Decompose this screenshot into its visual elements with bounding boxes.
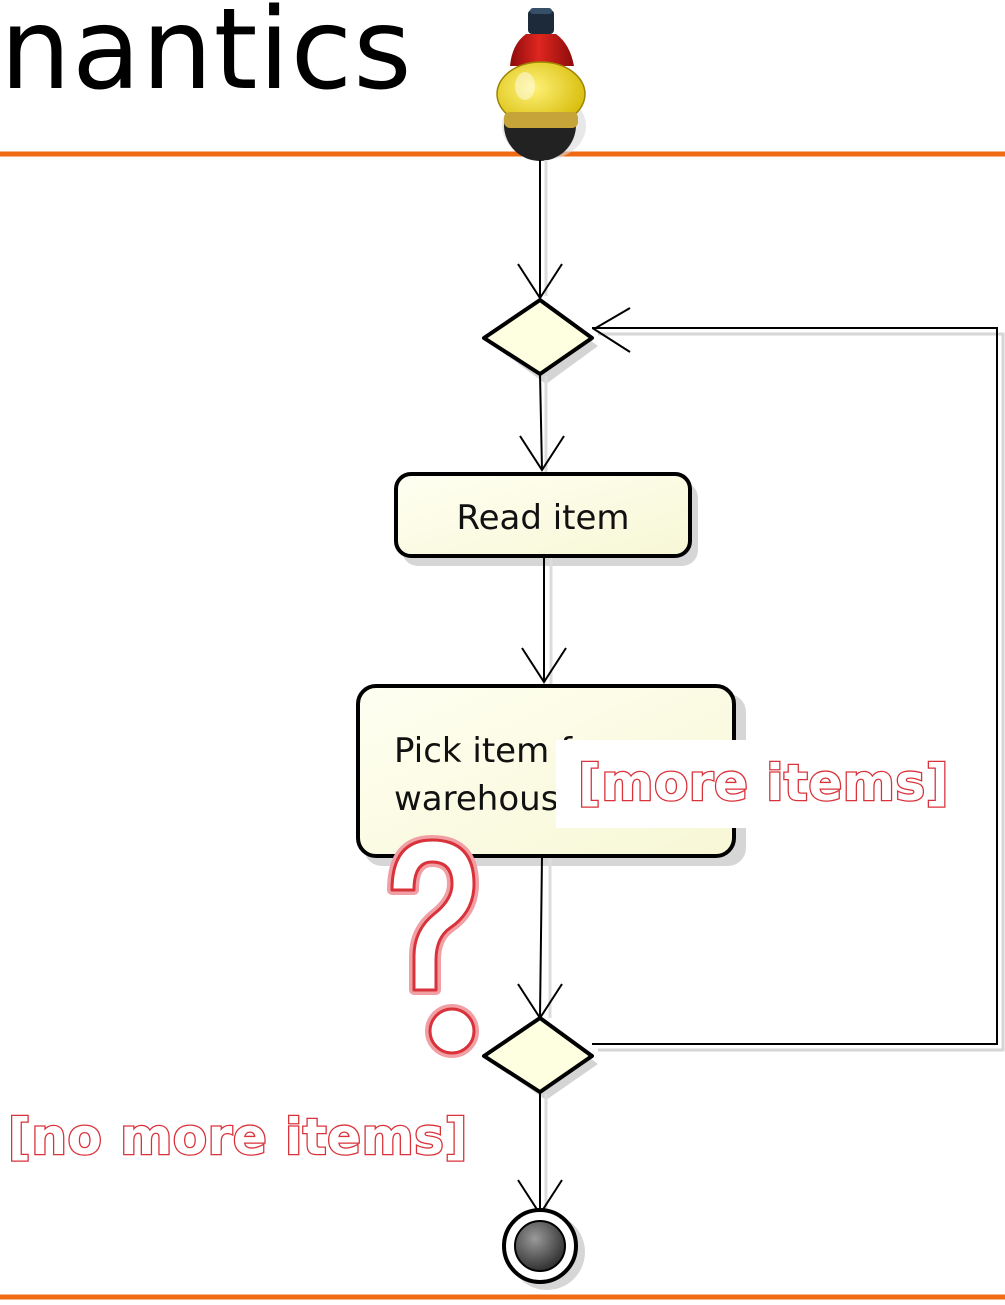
flow-pick-to-decision <box>517 855 563 1020</box>
flow-decision-to-end <box>517 1092 563 1216</box>
flow-start-to-merge <box>517 160 563 300</box>
guard-more-items: [more items] <box>578 754 949 812</box>
flow-merge-to-read <box>519 373 565 472</box>
pick-item-label-line2: warehouse <box>394 779 579 819</box>
decision-node <box>482 1016 598 1100</box>
action-read-item: Read item <box>394 472 698 566</box>
flow-read-to-pick <box>521 556 567 684</box>
slide-title: nantics <box>0 0 413 115</box>
flow-loop-back <box>592 307 1005 1052</box>
end-node <box>502 1208 585 1290</box>
guard-label-backdrop <box>556 740 974 828</box>
bottle-icon <box>496 8 586 128</box>
guard-no-more-items: [no more items] <box>8 1108 468 1166</box>
merge-node <box>482 298 598 384</box>
question-mark-icon <box>387 835 479 1058</box>
read-item-label: Read item <box>456 498 629 538</box>
